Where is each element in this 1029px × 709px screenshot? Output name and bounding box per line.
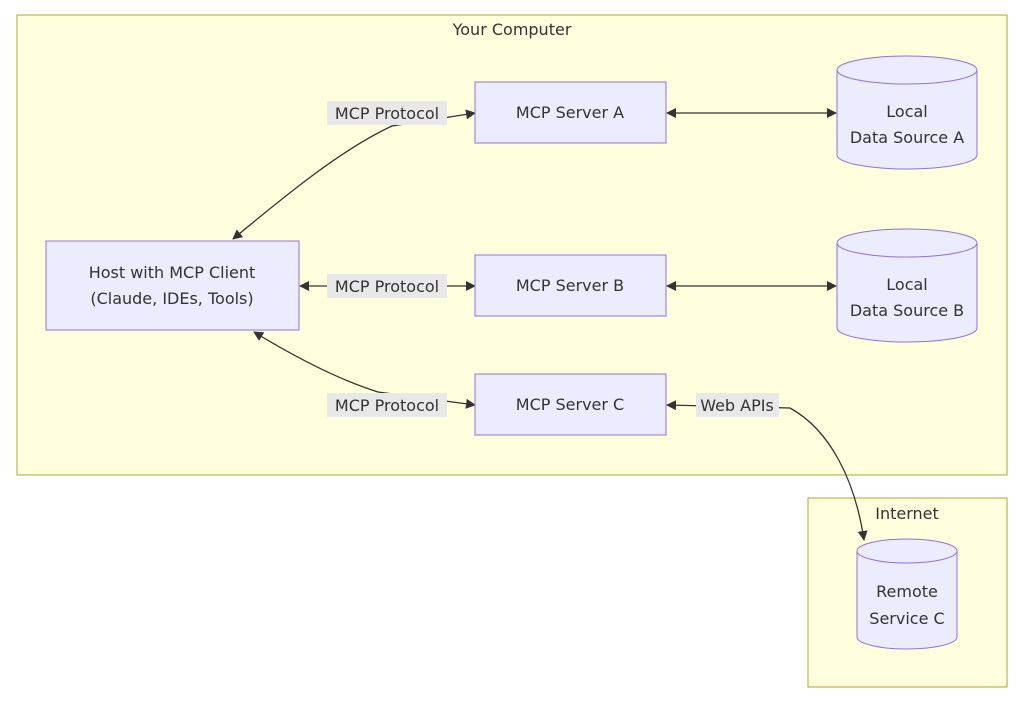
node-local-data-source-a[interactable]: Local Data Source A — [836, 55, 978, 170]
edge-host-server-c — [253, 331, 476, 409]
svg-text:MCP Protocol: MCP Protocol — [335, 277, 439, 296]
node-data-a-line1: Local — [886, 102, 927, 121]
svg-text:MCP Protocol: MCP Protocol — [335, 104, 439, 123]
node-data-b-line1: Local — [886, 275, 927, 294]
node-server-b-label: MCP Server B — [516, 276, 624, 295]
node-data-a-line2: Data Source A — [850, 128, 964, 147]
node-host-line1: Host with MCP Client — [89, 263, 256, 282]
svg-text:Web APIs: Web APIs — [700, 396, 774, 415]
edge-server-c-remote-c — [666, 400, 868, 541]
node-remote-service-c[interactable]: Remote Service C — [856, 538, 958, 650]
node-data-b-line2: Data Source B — [850, 301, 964, 320]
node-host-mcp-client[interactable]: Host with MCP Client (Claude, IDEs, Tool… — [45, 240, 300, 331]
node-mcp-server-b[interactable]: MCP Server B — [474, 254, 667, 317]
edge-label-host-server-b: MCP Protocol — [327, 274, 447, 298]
node-server-a-label: MCP Server A — [516, 103, 624, 122]
node-remote-c-line2: Service C — [869, 609, 944, 628]
edge-label-host-server-a: MCP Protocol — [327, 101, 447, 125]
svg-text:MCP Protocol: MCP Protocol — [335, 396, 439, 415]
cluster-your-computer-label: Your Computer — [452, 20, 572, 39]
edge-label-server-c-remote: Web APIs — [696, 393, 779, 417]
node-local-data-source-b[interactable]: Local Data Source B — [836, 228, 978, 343]
node-mcp-server-a[interactable]: MCP Server A — [474, 81, 667, 144]
node-server-c-label: MCP Server C — [516, 395, 624, 414]
edge-host-server-a — [232, 109, 476, 240]
edge-label-host-server-c: MCP Protocol — [327, 393, 447, 417]
node-host-line2: (Claude, IDEs, Tools) — [90, 289, 253, 308]
node-remote-c-line1: Remote — [876, 582, 938, 601]
node-mcp-server-c[interactable]: MCP Server C — [474, 373, 667, 436]
cluster-internet-label: Internet — [875, 504, 939, 523]
